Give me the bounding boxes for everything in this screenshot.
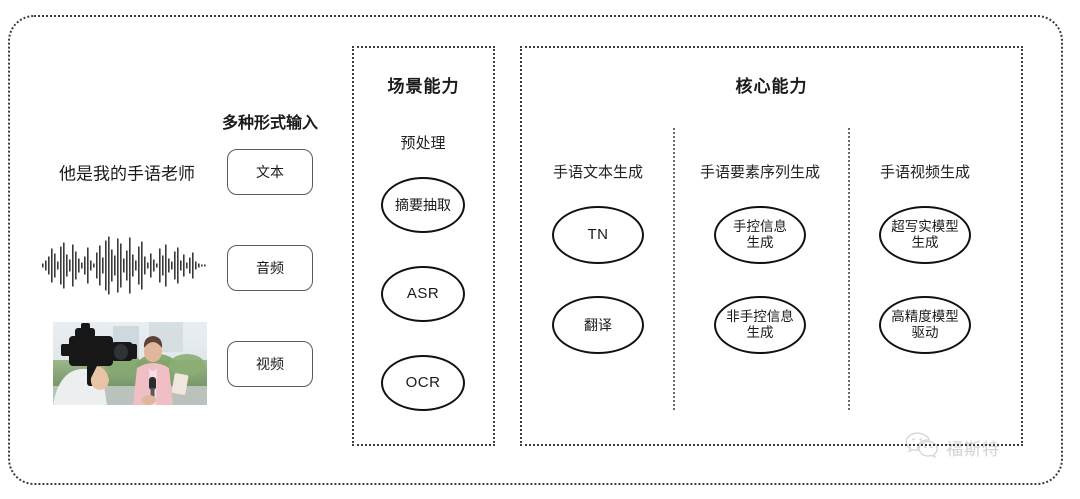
core-node-high-precision-model-driving[interactable]: 高精度模型 驱动: [879, 296, 971, 354]
input-modality-text-pill[interactable]: 文本: [227, 149, 313, 195]
input-section-heading: 多种形式输入: [221, 115, 319, 132]
scene-node-ocr[interactable]: OCR: [381, 355, 465, 411]
scene-group-label-preprocess: 预处理: [400, 135, 446, 152]
watermark: 福斯特: [905, 432, 1000, 463]
input-modality-video-label: 视频: [256, 356, 284, 372]
wechat-icon: [905, 432, 939, 463]
core-column-divider-2: [848, 128, 850, 410]
core-column-label-sign-element-sequence-generation: 手语要素序列生成: [699, 164, 821, 181]
core-capability-panel: 核心能力: [520, 46, 1023, 446]
core-node-translation[interactable]: 翻译: [552, 296, 644, 354]
input-modality-audio-pill[interactable]: 音频: [227, 245, 313, 291]
input-modality-audio-label: 音频: [256, 260, 284, 276]
input-modality-text-label: 文本: [256, 164, 284, 180]
watermark-text: 福斯特: [946, 440, 1000, 459]
core-node-photorealistic-model-generation[interactable]: 超写实模型 生成: [879, 206, 971, 264]
scene-capability-title: 场景能力: [387, 77, 460, 96]
scene-capability-panel: 场景能力: [352, 46, 495, 446]
scene-node-asr[interactable]: ASR: [381, 266, 465, 322]
audio-waveform-icon: [42, 235, 208, 302]
core-column-label-sign-text-generation: 手语文本生成: [552, 164, 644, 181]
core-column-label-sign-video-generation: 手语视频生成: [879, 164, 971, 181]
core-node-non-manual-feature-generation[interactable]: 非手控信息 生成: [714, 296, 806, 354]
scene-node-summary-extraction[interactable]: 摘要抽取: [381, 177, 465, 233]
input-modality-video-pill[interactable]: 视频: [227, 341, 313, 387]
core-column-divider-1: [673, 128, 675, 410]
outer-frame: [8, 15, 1063, 485]
core-node-manual-feature-generation[interactable]: 手控信息 生成: [714, 206, 806, 264]
core-node-tn[interactable]: TN: [552, 206, 644, 264]
core-capability-title: 核心能力: [735, 77, 808, 96]
video-thumbnail-image: [53, 322, 207, 405]
input-sample-text: 他是我的手语老师: [59, 164, 195, 184]
